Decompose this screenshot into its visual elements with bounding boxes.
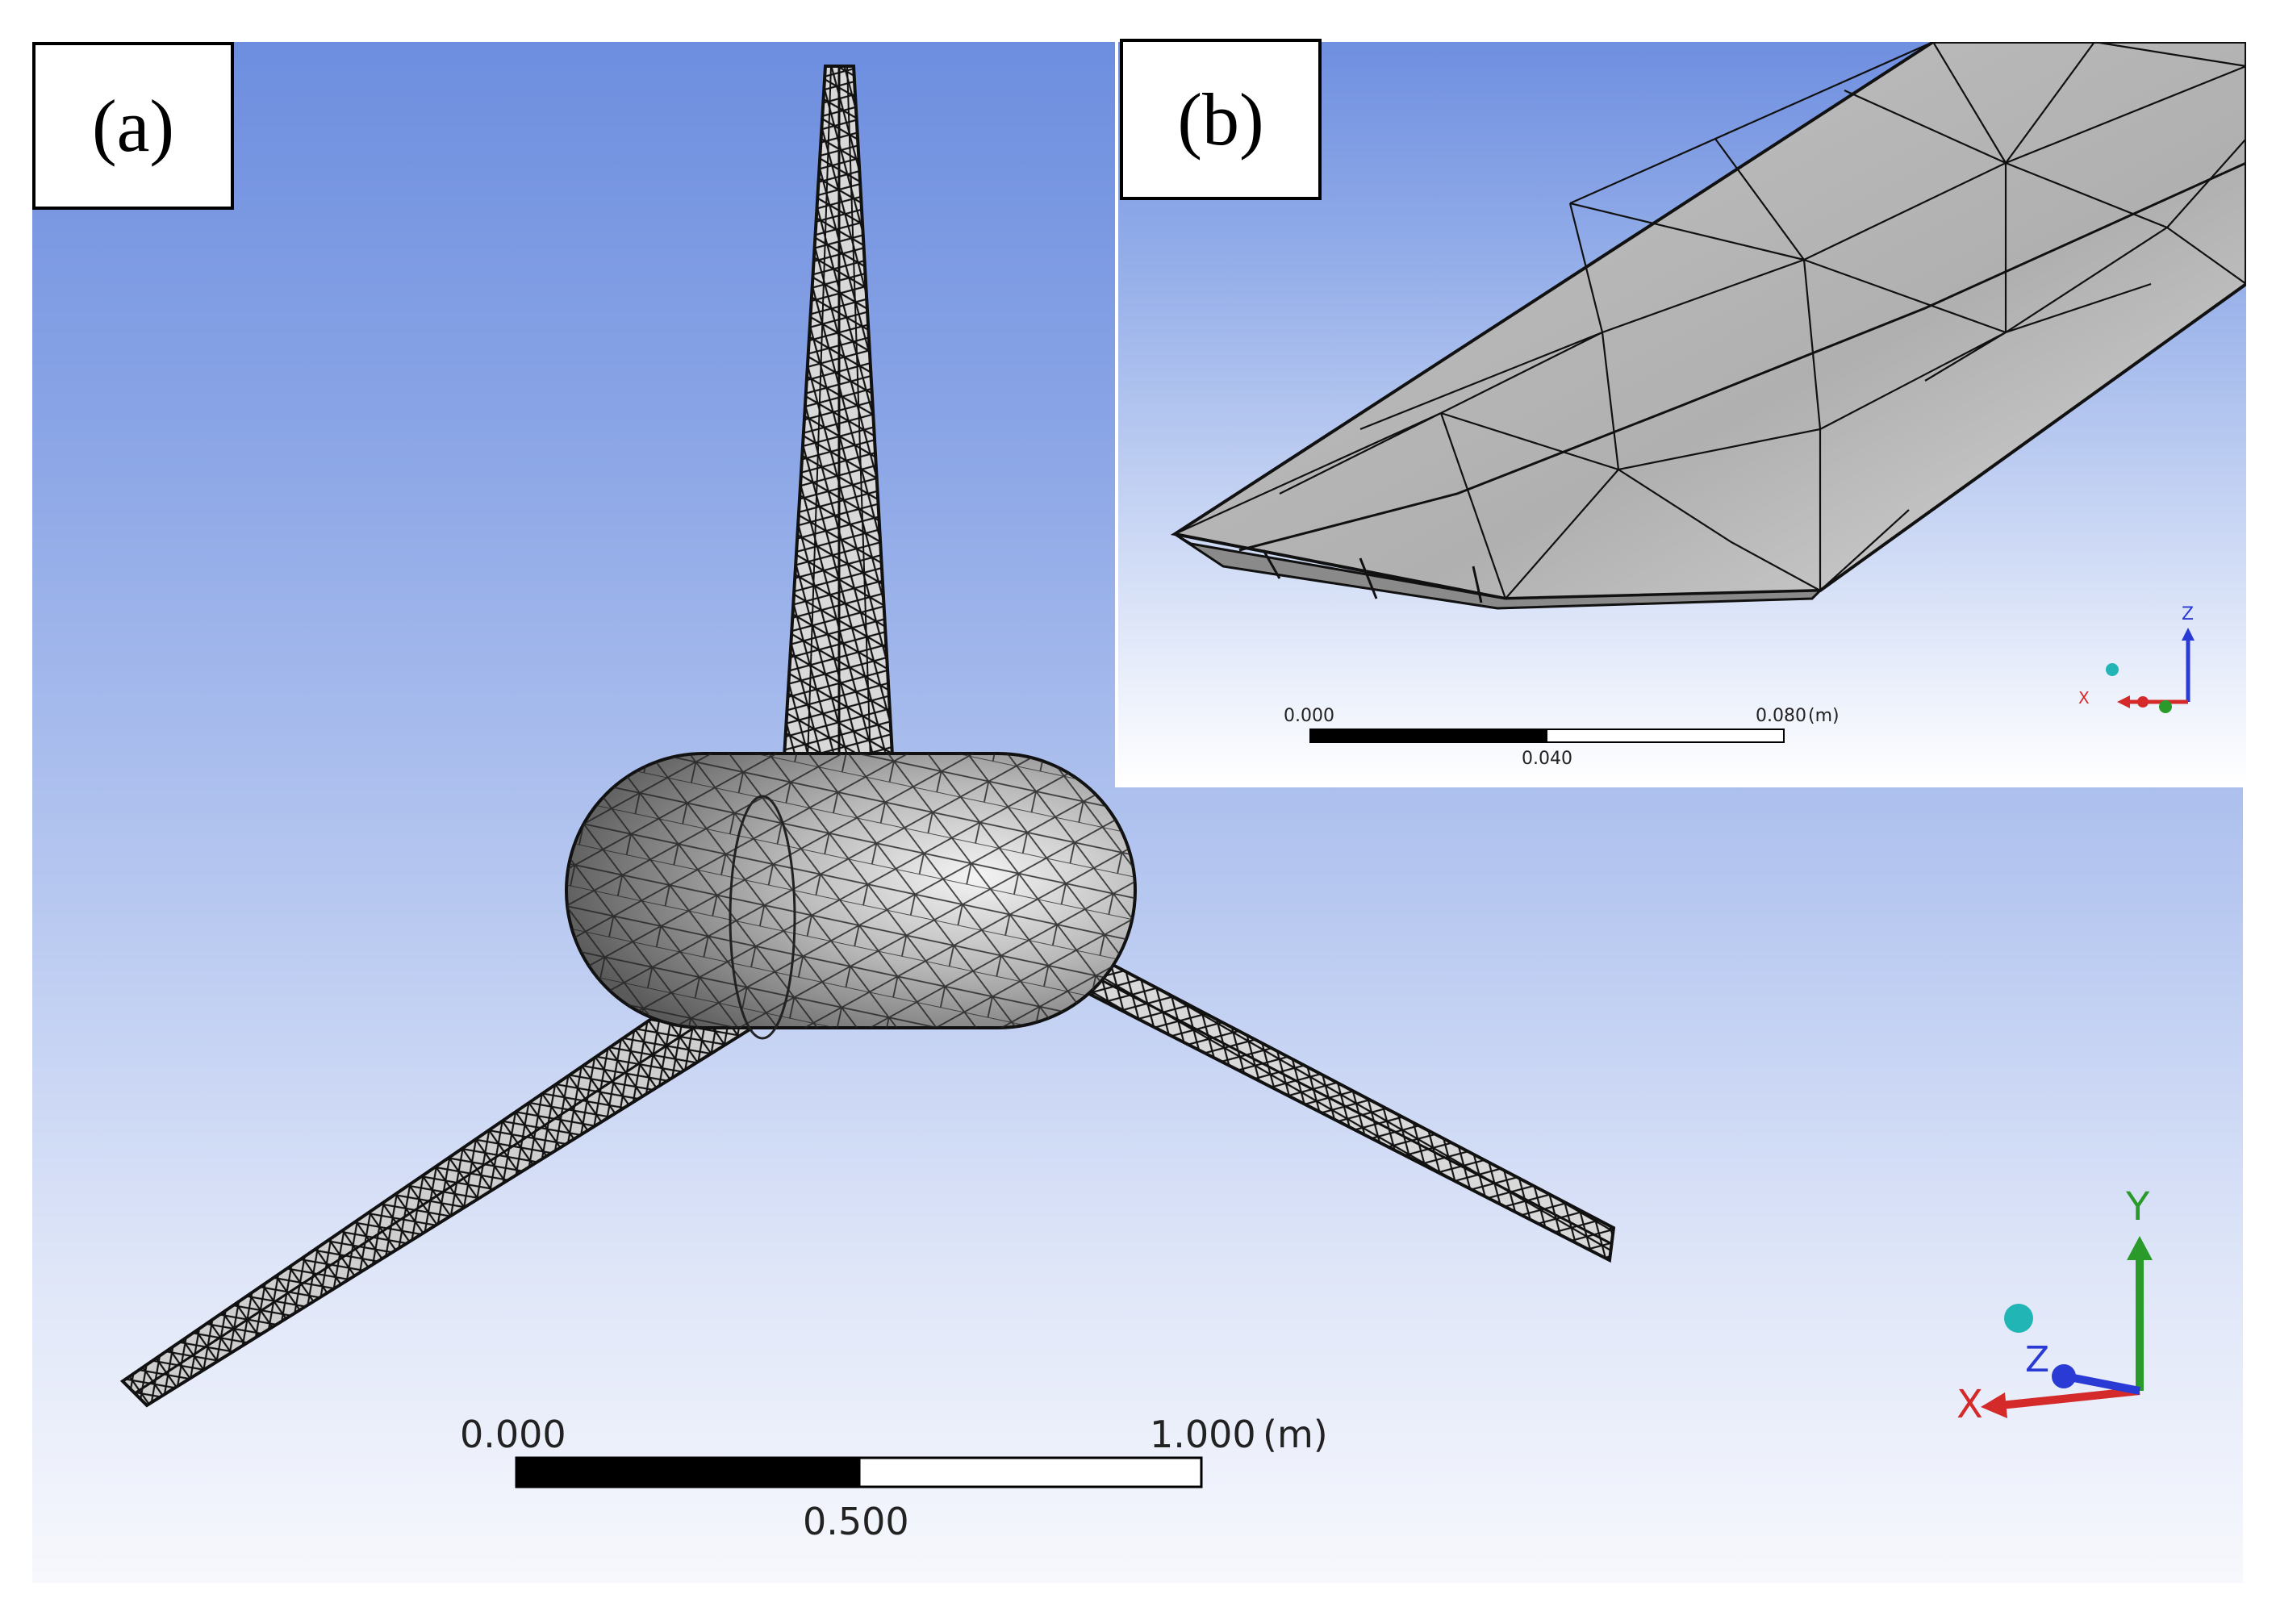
- scale-a-mid: 0.500: [803, 1500, 909, 1543]
- panel-b-label: (b): [1120, 39, 1322, 200]
- axis-triad-b: Z X: [2078, 604, 2195, 713]
- blade-tip-svg: 0.000 0.080 (m) 0.040 Z X: [1170, 42, 2246, 769]
- blade-top: [780, 65, 896, 786]
- view-center-icon-b: [2106, 663, 2119, 676]
- scale-bar-a: 0.000 1.000 (m) 0.500: [460, 1413, 1328, 1543]
- axis-triad-a: Y X Z: [1957, 1184, 2153, 1427]
- scale-b-start: 0.000: [1284, 706, 1334, 726]
- scale-b-end: 0.080: [1756, 706, 1806, 726]
- axis-x-label: X: [1957, 1382, 1983, 1427]
- scale-b-mid: 0.040: [1522, 749, 1572, 769]
- axis-b-x-label: X: [2078, 688, 2090, 708]
- scale-bar-b: 0.000 0.080 (m) 0.040: [1284, 706, 1840, 769]
- view-center-icon: [2004, 1304, 2033, 1333]
- axis-y-label: Y: [2125, 1184, 2150, 1229]
- axis-b-z-label: Z: [2182, 604, 2194, 624]
- axis-z-label: Z: [2025, 1339, 2049, 1380]
- blade-right: [1070, 940, 1616, 1263]
- scale-a-end: 1.000: [1150, 1413, 1256, 1456]
- panel-a-label: (a): [32, 42, 234, 210]
- hub-nacelle: [565, 752, 1137, 1040]
- scale-a-start: 0.000: [460, 1413, 566, 1456]
- turbine-mesh-svg: 0.000 1.000 (m) 0.500 Y X Z: [119, 65, 2153, 1543]
- scale-a-unit: (m): [1263, 1413, 1328, 1456]
- blade-tip-surface: [1170, 42, 2246, 610]
- scale-b-unit: (m): [1808, 706, 1840, 726]
